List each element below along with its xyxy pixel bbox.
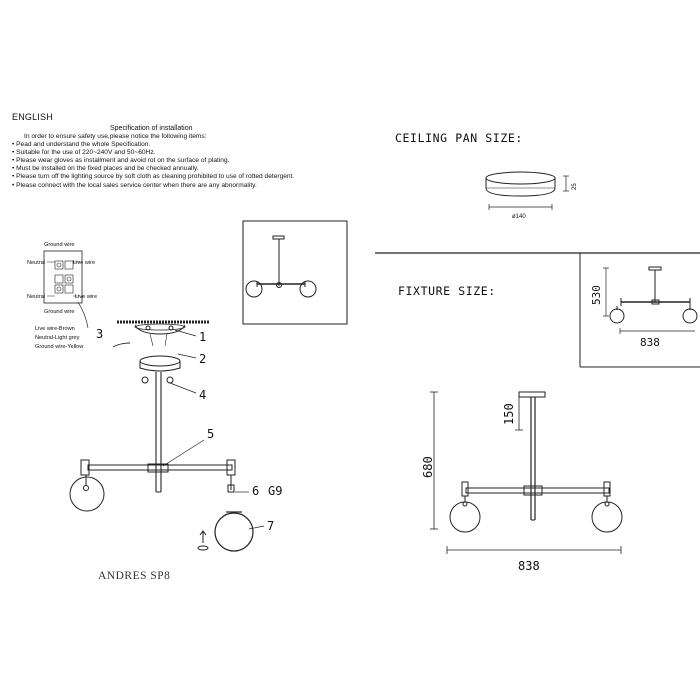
spec-line: In order to ensure safety use,please not… bbox=[24, 133, 207, 140]
dim-height: 680 bbox=[421, 456, 435, 478]
wiring-neutral-top: Neutral bbox=[27, 260, 45, 266]
dim-width: 838 bbox=[518, 559, 540, 573]
ceiling-pan-drawing bbox=[485, 171, 569, 210]
part-label-3: 3 bbox=[96, 327, 103, 341]
wiring-live-top: Live wire bbox=[73, 260, 95, 266]
dim-stem: 150 bbox=[502, 403, 516, 425]
spec-line: • Suitable for the use of 220~240V and 5… bbox=[12, 149, 156, 157]
wiring-ground-bottom: Ground wire bbox=[44, 309, 74, 315]
spec-line: • Please turn off the lighting source by… bbox=[12, 173, 295, 181]
part-label-7: 7 bbox=[267, 519, 274, 533]
ceiling-pan-diameter: ø140 bbox=[512, 214, 526, 220]
part-label-4: 4 bbox=[199, 388, 206, 402]
fixture-dimension-view bbox=[430, 391, 623, 554]
wiring-diagram bbox=[43, 250, 89, 329]
exploded-fixture bbox=[69, 320, 265, 552]
legend-neutral: Neutral-Light grey bbox=[35, 335, 80, 341]
ceiling-pan-header: CEILING PAN SIZE: bbox=[395, 131, 523, 145]
part-label-6: 6 bbox=[252, 484, 259, 498]
spec-line: • Pead and understand the whole Specific… bbox=[12, 141, 151, 149]
part-label-5: 5 bbox=[207, 427, 214, 441]
spec-line: • Please wear gloves as installment and … bbox=[12, 157, 230, 165]
fixture-side-view bbox=[603, 266, 698, 334]
legend-live: Live wire-Brown bbox=[35, 326, 75, 332]
fixture-size-header: FIXTURE SIZE: bbox=[398, 284, 496, 298]
preview-box bbox=[242, 220, 348, 325]
spec-list: In order to ensure safety use,please not… bbox=[12, 133, 294, 190]
wiring-live-bottom: Live wire bbox=[75, 294, 97, 300]
small-dim-height: 530 bbox=[590, 285, 603, 305]
bulb-type-label: G9 bbox=[268, 484, 282, 498]
spec-line: • Please connect with the local sales se… bbox=[12, 181, 257, 189]
language-label: ENGLISH bbox=[12, 112, 53, 122]
part-label-1: 1 bbox=[199, 330, 206, 344]
wiring-ground-top: Ground wire bbox=[44, 242, 74, 248]
wiring-neutral-bottom: Neutral bbox=[27, 294, 45, 300]
ceiling-pan-height: 25 bbox=[572, 183, 578, 190]
model-name: ANDRES SP8 bbox=[98, 570, 171, 582]
small-dim-width: 838 bbox=[640, 336, 660, 349]
part-label-2: 2 bbox=[199, 352, 206, 366]
legend-ground: Ground wire-Yellow bbox=[35, 344, 84, 350]
spec-title: Specification of installation bbox=[110, 125, 193, 132]
spec-line: • Must be installed on the fixed places … bbox=[12, 165, 199, 173]
preview-fixture bbox=[245, 235, 317, 298]
